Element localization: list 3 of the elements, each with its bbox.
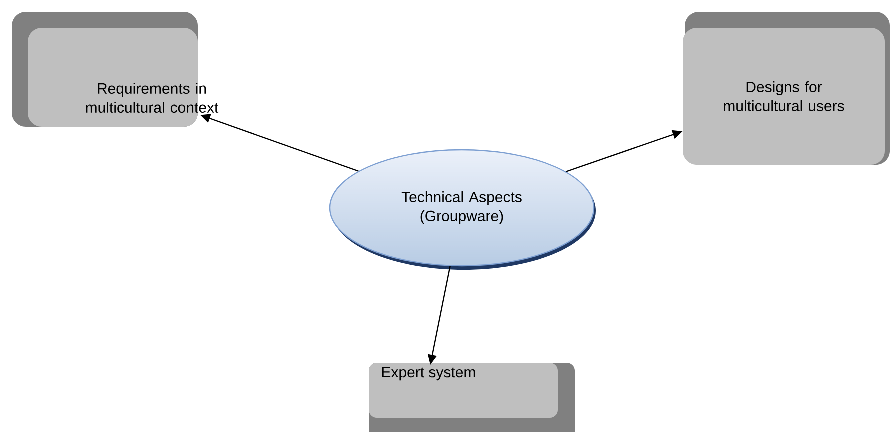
topic-box: Designs for multicultural users [683, 12, 890, 165]
topic-box: Expert system [369, 363, 575, 432]
topic-box: Requirements in multicultural context [12, 12, 219, 127]
